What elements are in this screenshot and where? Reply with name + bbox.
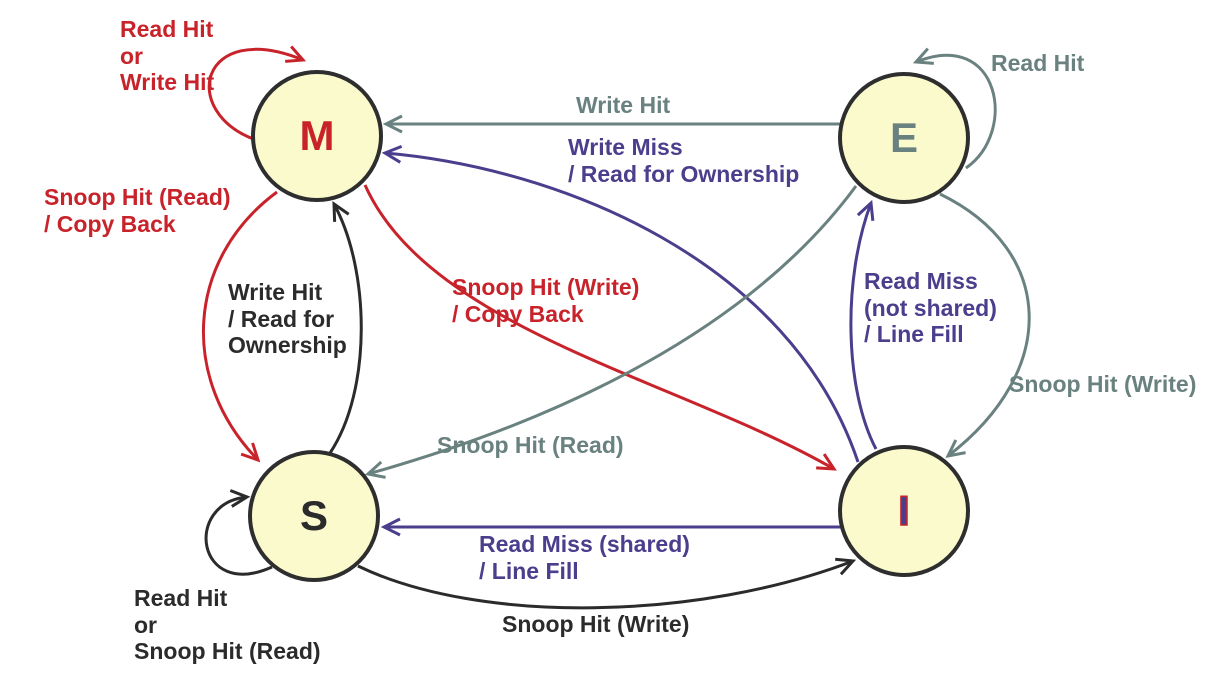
label-e-to-m: Write Hit [576,92,671,118]
state-node-modified: M [251,70,383,202]
label-m-to-s: Snoop Hit (Read) / Copy Back [44,184,231,237]
label-m-to-i: Snoop Hit (Write) / Copy Back [452,274,640,327]
edge-e-to-i [939,192,1031,459]
edge-s-to-m [328,201,363,454]
label-i-to-e: Read Miss (not shared) / Line Fill [864,268,997,348]
state-letter-m: M [299,112,335,159]
state-letter-e: E [889,114,918,161]
label-i-to-m: Write Miss / Read for Ownership [568,134,800,187]
label-i-to-s: Read Miss (shared) / Line Fill [479,531,690,584]
edge-m-to-s [201,190,278,463]
edge-e-self-loop [912,47,997,170]
label-s-self-loop: Read Hit or Snoop Hit (Read) [134,585,321,665]
state-letter-s: S [299,492,328,539]
label-m-self-loop: Read Hit or Write Hit [120,16,215,96]
label-e-self-loop: Read Hit [991,50,1085,76]
label-s-to-i: Snoop Hit (Write) [502,611,690,637]
edge-m-to-i [363,184,837,471]
label-s-to-m: Write Hit / Read for Ownership [228,279,347,359]
edge-s-self-loop [204,489,273,576]
edge-i-to-m [381,145,860,463]
state-node-shared: S [248,450,380,582]
edge-i-to-e [849,199,878,450]
label-e-to-i: Snoop Hit (Write) [1009,371,1197,397]
edge-s-to-i [357,557,857,610]
state-letter-i: I [897,486,910,535]
state-node-invalid: I [838,445,970,577]
state-node-exclusive: E [838,72,970,204]
edge-e-to-s [364,185,858,479]
label-e-to-s: Snoop Hit (Read) [437,432,624,458]
edge-m-self-loop [207,45,307,142]
